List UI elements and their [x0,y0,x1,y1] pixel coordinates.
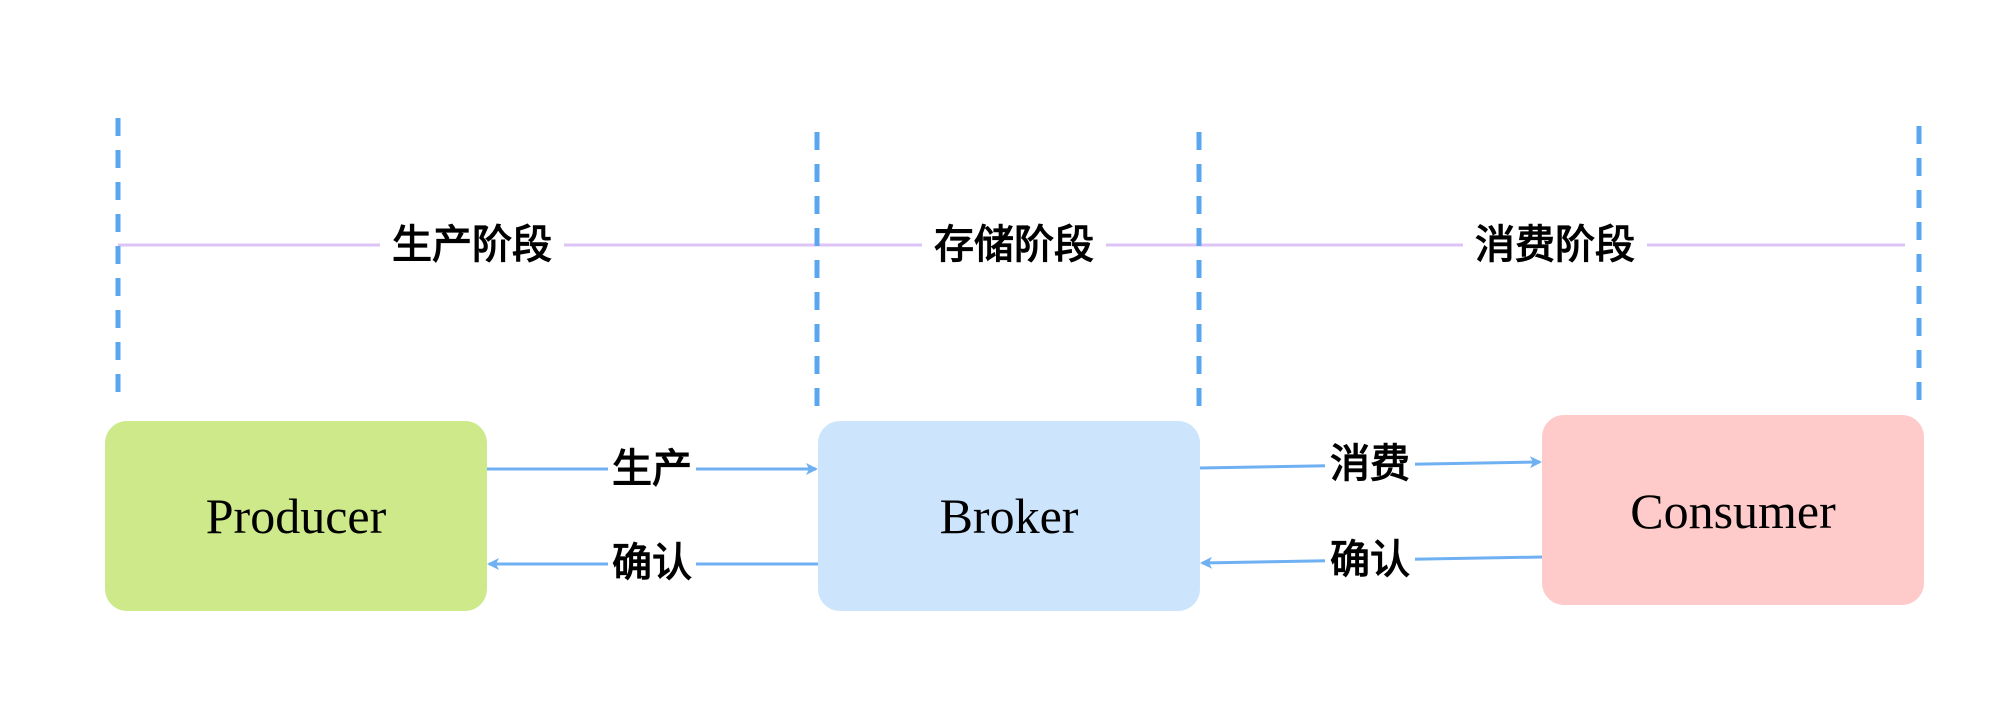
broker-label: Broker [940,488,1079,544]
edge-ack-consumer-label: 确认 [1330,537,1410,583]
broker-node [818,421,1200,611]
producer-node [105,421,487,611]
edge-produce-label: 生产 [612,446,692,492]
consumer-label: Consumer [1630,483,1836,539]
edge-ack-broker-label: 确认 [612,540,692,586]
stage-label-produce: 生产阶段 [392,222,552,268]
consumer-node [1542,415,1924,605]
edge-consume-label: 消费 [1330,441,1410,487]
producer-label: Producer [206,488,387,544]
stage-label-store: 存储阶段 [934,222,1094,268]
stage-label-consume: 消费阶段 [1475,222,1635,268]
